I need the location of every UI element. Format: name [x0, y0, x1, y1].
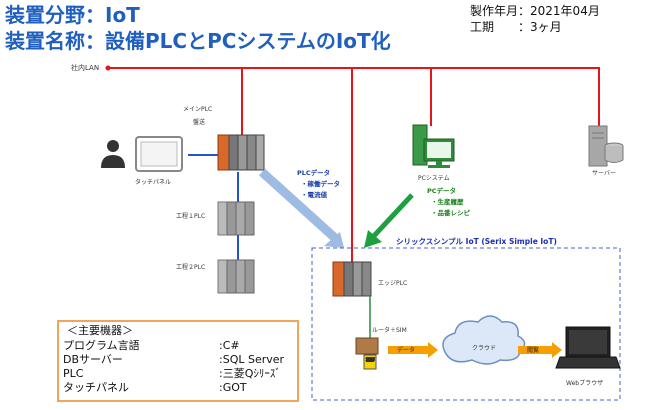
- equipment-list: プログラム言語 :C# DBサーバー :SQL Server PLC :三菱Qｼ…: [63, 339, 293, 395]
- plc-data-item: ・稼働データ: [301, 180, 340, 188]
- plc-data-annotation: PLCデータ ・稼働データ ・電流値: [297, 168, 340, 201]
- web-browser-label: Webブラウザ: [566, 380, 604, 387]
- pc-data-annotation: PCデータ ・生産履歴 ・品番レシピ: [427, 186, 470, 219]
- process2-plc-icon: [217, 259, 255, 294]
- process2-plc-label: 工程２PLC: [176, 264, 206, 271]
- production-date-value: 2021年04月: [530, 4, 600, 18]
- lan-endpoint: [105, 65, 111, 71]
- equipment-name: PLC: [63, 367, 84, 380]
- equipment-name: プログラム言語: [63, 339, 140, 352]
- production-date: 製作年月：2021年04月: [470, 4, 600, 19]
- equipment-box: ＜主要機器＞ プログラム言語 :C# DBサーバー :SQL Server PL…: [57, 320, 299, 402]
- plc-data-arrow-head: [324, 232, 344, 248]
- pc-system-icon: [412, 124, 455, 168]
- production-date-label: 製作年月：: [470, 4, 531, 18]
- data-upload-arrow: [388, 342, 438, 358]
- equipment-name: DBサーバー: [63, 353, 123, 366]
- equipment-value: :GOT: [219, 381, 247, 394]
- work-period-label: 工期 ：: [470, 20, 531, 34]
- server-icon: [588, 125, 624, 167]
- server-label: サーバー: [592, 170, 616, 177]
- router-label: ルータ＋SIM: [372, 327, 407, 334]
- sim-label: SIM: [365, 357, 376, 363]
- equipment-value: :三菱Qｼﾘｰｽﾞ: [219, 367, 281, 380]
- equipment-name: タッチパネル: [63, 381, 129, 394]
- equipment-title: ＜主要機器＞: [67, 324, 133, 337]
- view-arrow-label: 閲覧: [527, 347, 540, 354]
- edge-plc-label: エッジPLC: [378, 280, 408, 287]
- main-plc-label: メインPLC: [183, 106, 213, 113]
- equipment-value: :SQL Server: [219, 353, 285, 366]
- plc-data-item: ・電流値: [301, 191, 327, 199]
- pc-data-item: ・品番レシピ: [431, 209, 470, 217]
- edge-plc-icon: [332, 261, 372, 297]
- device-field-title: 装置分野：IoT: [5, 3, 140, 27]
- pc-data-item: ・生産履歴: [431, 198, 464, 206]
- cloud-label: クラウド: [472, 345, 497, 352]
- serix-boundary: [311, 247, 621, 401]
- main-plc-sub-label: 盤送: [193, 119, 206, 126]
- equipment-row: タッチパネル :GOT: [63, 381, 293, 395]
- equipment-row: DBサーバー :SQL Server: [63, 353, 293, 367]
- operator-icon: [101, 140, 125, 168]
- main-plc-icon: [217, 134, 265, 171]
- process1-plc-icon: [217, 201, 255, 236]
- serix-label: シリックスシンプル IoT (Serix Simple IoT): [396, 237, 557, 246]
- data-arrow-label: データ: [397, 347, 416, 354]
- work-period-value: 3ヶ月: [530, 20, 562, 34]
- device-name-title: 装置名称：設備PLCとPCシステムのIoT化: [5, 29, 391, 53]
- work-period: 工期 ：3ヶ月: [470, 20, 562, 35]
- router-icon: [355, 337, 379, 370]
- pc-system-label: PCシステム: [418, 175, 450, 182]
- touch-panel-icon: [135, 136, 183, 172]
- process1-plc-label: 工程１PLC: [176, 213, 206, 220]
- view-arrow: [518, 342, 562, 358]
- equipment-row: PLC :三菱Qｼﾘｰｽﾞ: [63, 367, 293, 381]
- pc-data-arrow: [370, 193, 414, 240]
- plc-data-title: PLCデータ: [297, 169, 331, 177]
- cloud-icon: [442, 315, 526, 365]
- laptop-icon: [555, 326, 621, 369]
- plc-data-arrow: [258, 168, 339, 242]
- pc-data-title: PCデータ: [427, 187, 457, 195]
- equipment-row: プログラム言語 :C#: [63, 339, 293, 353]
- lan-label: 社内LAN: [71, 64, 100, 72]
- pc-data-arrow-head: [364, 230, 382, 248]
- touch-panel-label: タッチパネル: [135, 179, 172, 186]
- equipment-value: :C#: [219, 339, 240, 352]
